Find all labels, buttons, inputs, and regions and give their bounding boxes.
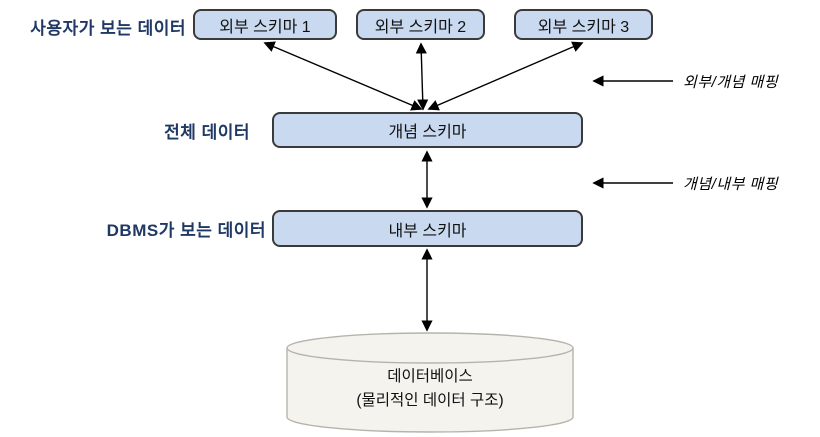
label-external-conceptual-mapping: 외부/개념 매핑 <box>683 74 779 91</box>
box-external-schema-2: 외부 스키마 2 <box>356 9 485 40</box>
arrow-external2-conceptual <box>415 42 429 111</box>
label-dbms-view: DBMS가 보는 데이터 <box>106 221 266 240</box>
database-label-line1: 데이터베이스 <box>387 368 473 385</box>
arrow-external3-conceptual <box>427 41 584 111</box>
arrow-external1-conceptual <box>263 41 423 111</box>
label-user-view: 사용자가 보는 데이터 <box>30 19 186 38</box>
box-conceptual-schema: 개념 스키마 <box>272 112 583 148</box>
box-internal-schema: 내부 스키마 <box>272 210 583 247</box>
box-external-schema-1: 외부 스키마 1 <box>193 9 337 40</box>
database-label-line2: (물리적인 데이터 구조) <box>356 392 504 410</box>
box-external-schema-3: 외부 스키마 3 <box>514 9 653 40</box>
label-whole-data: 전체 데이터 <box>164 123 250 142</box>
database-label: 데이터베이스 (물리적인 데이터 구조) <box>280 365 580 413</box>
database-cylinder <box>286 332 574 433</box>
label-conceptual-internal-mapping: 개념/내부 매핑 <box>683 176 779 193</box>
